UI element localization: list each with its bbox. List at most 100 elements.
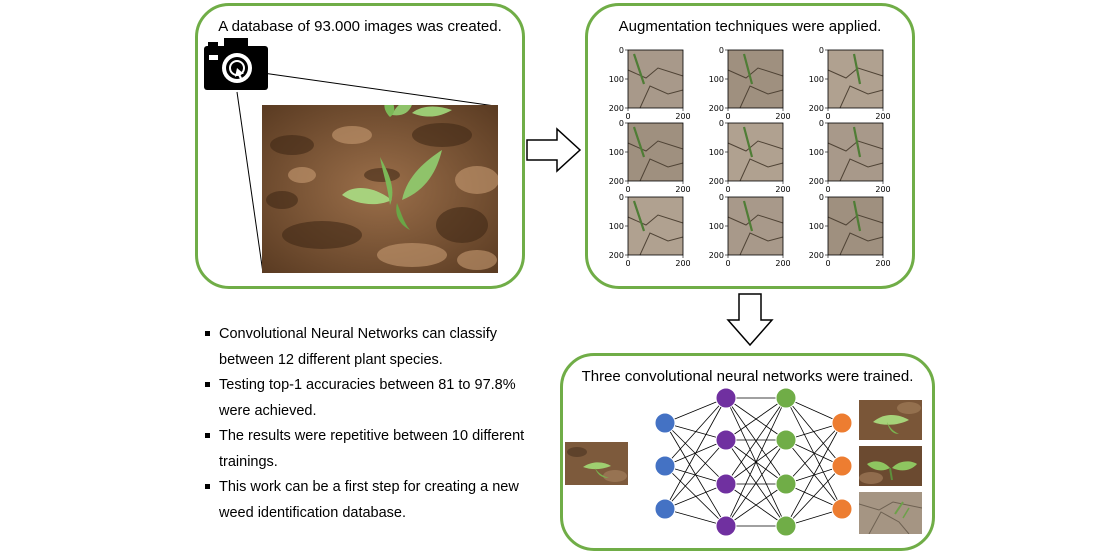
nn-connection — [785, 422, 843, 527]
nn-connection — [664, 465, 727, 527]
x-tick-label: 200 — [875, 259, 890, 268]
y-tick-label: 200 — [609, 251, 624, 260]
y-tick-label: 100 — [809, 75, 824, 84]
nn-node — [831, 455, 853, 477]
nn-node — [654, 498, 676, 520]
finding-item: Convolutional Neural Networks can classi… — [205, 322, 545, 373]
x-tick-label: 200 — [775, 259, 790, 268]
y-tick-label: 200 — [809, 177, 824, 186]
x-tick-label: 0 — [625, 112, 630, 121]
x-tick-label: 0 — [825, 185, 830, 194]
output-photo-1 — [859, 400, 922, 440]
nn-connection — [664, 397, 727, 510]
arrow-right-icon — [526, 127, 582, 173]
input-seedling-photo — [565, 442, 628, 485]
nn-node — [715, 473, 737, 495]
x-tick-label: 200 — [875, 112, 890, 121]
y-tick-label: 200 — [609, 177, 624, 186]
y-tick-label: 200 — [609, 104, 624, 113]
y-tick-label: 200 — [809, 251, 824, 260]
nn-node — [775, 473, 797, 495]
camera-zoom-lines — [236, 72, 496, 274]
x-tick-label: 0 — [825, 112, 830, 121]
nn-node — [775, 429, 797, 451]
y-tick-label: 100 — [809, 148, 824, 157]
augmentation-panel-title: Augmentation techniques were applied. — [618, 18, 882, 35]
y-tick-label: 0 — [619, 119, 624, 128]
nn-connection — [725, 439, 787, 527]
x-tick-label: 200 — [675, 112, 690, 121]
nn-node — [831, 412, 853, 434]
y-tick-label: 0 — [719, 193, 724, 202]
y-tick-label: 100 — [809, 222, 824, 231]
y-tick-label: 200 — [809, 104, 824, 113]
y-tick-label: 200 — [709, 104, 724, 113]
nn-connection — [664, 483, 727, 510]
nn-connection — [664, 439, 727, 510]
finding-item: The results were repetitive between 10 d… — [205, 424, 545, 475]
nn-node — [715, 515, 737, 537]
nn-node — [654, 412, 676, 434]
arrow-down-icon — [726, 293, 774, 347]
y-tick-label: 100 — [709, 148, 724, 157]
output-photo-3 — [859, 492, 922, 534]
nn-node — [775, 387, 797, 409]
y-tick-label: 100 — [709, 75, 724, 84]
x-tick-label: 200 — [775, 112, 790, 121]
finding-item: Testing top-1 accuracies between 81 to 9… — [205, 373, 545, 424]
nn-node — [715, 387, 737, 409]
y-tick-label: 0 — [719, 119, 724, 128]
y-tick-label: 100 — [609, 148, 624, 157]
output-photo-2 — [859, 446, 922, 486]
x-tick-label: 0 — [725, 185, 730, 194]
nn-connection — [664, 508, 727, 527]
x-tick-label: 200 — [775, 185, 790, 194]
findings-list: Convolutional Neural Networks can classi… — [205, 322, 545, 526]
nn-connection — [664, 397, 727, 424]
nn-connection — [785, 465, 843, 527]
nn-node — [831, 498, 853, 520]
finding-item: This work can be a first step for creati… — [205, 475, 545, 526]
nn-connection — [725, 397, 787, 441]
y-tick-label: 0 — [719, 46, 724, 55]
x-tick-label: 0 — [825, 259, 830, 268]
camera-icon — [204, 38, 268, 90]
soil-seedling-photo — [262, 105, 498, 273]
nn-connection — [725, 397, 787, 527]
y-tick-label: 200 — [709, 177, 724, 186]
y-tick-label: 0 — [619, 193, 624, 202]
training-panel-title: Three convolutional neural networks were… — [581, 368, 914, 385]
nn-connection — [725, 483, 787, 527]
database-panel-title: A database of 93.000 images was created. — [218, 18, 502, 35]
x-tick-label: 200 — [875, 185, 890, 194]
y-tick-label: 0 — [819, 193, 824, 202]
y-tick-label: 100 — [609, 75, 624, 84]
x-tick-label: 0 — [625, 185, 630, 194]
x-tick-label: 0 — [625, 259, 630, 268]
y-tick-label: 100 — [709, 222, 724, 231]
nn-node — [775, 515, 797, 537]
nn-connection — [725, 397, 787, 485]
x-tick-label: 200 — [675, 259, 690, 268]
y-tick-label: 0 — [619, 46, 624, 55]
nn-node — [715, 429, 737, 451]
nn-connection — [664, 397, 727, 467]
nn-node — [654, 455, 676, 477]
y-tick-label: 100 — [609, 222, 624, 231]
x-tick-label: 200 — [675, 185, 690, 194]
nn-connection — [785, 397, 843, 467]
y-tick-label: 200 — [709, 251, 724, 260]
neural-network-diagram — [654, 387, 853, 537]
y-tick-label: 0 — [819, 119, 824, 128]
x-tick-label: 0 — [725, 112, 730, 121]
